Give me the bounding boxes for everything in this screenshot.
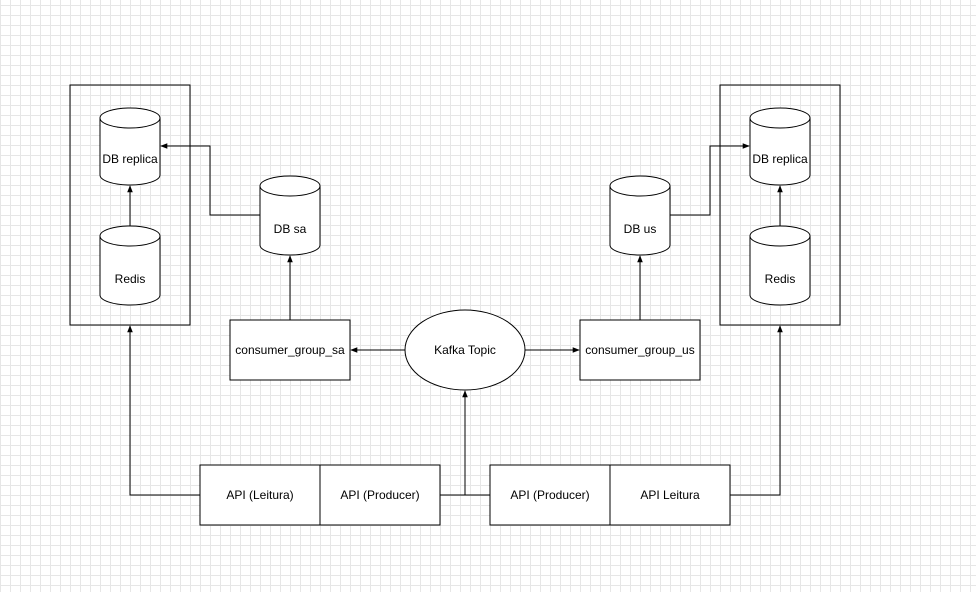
db-sa-label: DB sa (274, 222, 307, 236)
right-db-replica-cylinder: DB replica (749, 107, 811, 186)
left-db-replica-label: DB replica (102, 152, 158, 166)
consumer-group-sa-label: consumer_group_sa (235, 343, 345, 357)
consumer-group-sa-box: consumer_group_sa (229, 319, 351, 381)
db-us-label: DB us (624, 222, 657, 236)
edge-api-leitura-to-right-group (730, 325, 783, 496)
api-producer-left-box: API (Producer) (319, 464, 441, 526)
consumer-group-us-box: consumer_group_us (579, 319, 701, 381)
kafka-topic-ellipse: Kafka Topic (404, 309, 526, 391)
api-leitura-right-box: API Leitura (609, 464, 731, 526)
api-producer-right-box: API (Producer) (489, 464, 611, 526)
api-leitura-right-label: API Leitura (640, 488, 700, 502)
right-redis-cylinder: Redis (749, 225, 811, 306)
right-cache-group (719, 84, 841, 326)
db-sa-cylinder: DB sa (259, 175, 321, 256)
left-redis-cylinder: Redis (99, 225, 161, 306)
api-producer-left-label: API (Producer) (340, 488, 419, 502)
edge-dbus-to-replica (670, 143, 750, 216)
connectors (127, 143, 783, 496)
kafka-topic-label: Kafka Topic (434, 343, 496, 357)
api-leitura-left-label: API (Leitura) (226, 488, 293, 502)
right-db-replica-label: DB replica (752, 152, 808, 166)
api-leitura-left-box: API (Leitura) (199, 464, 321, 526)
left-db-replica-cylinder: DB replica (99, 107, 161, 186)
edge-api-leitura-to-left-group (127, 325, 200, 496)
api-producer-right-label: API (Producer) (510, 488, 589, 502)
right-redis-label: Redis (765, 272, 796, 286)
left-redis-label: Redis (115, 272, 146, 286)
left-cache-group (69, 84, 191, 326)
db-us-cylinder: DB us (609, 175, 671, 256)
edge-dbsa-to-replica (160, 143, 260, 216)
consumer-group-us-label: consumer_group_us (585, 343, 694, 357)
